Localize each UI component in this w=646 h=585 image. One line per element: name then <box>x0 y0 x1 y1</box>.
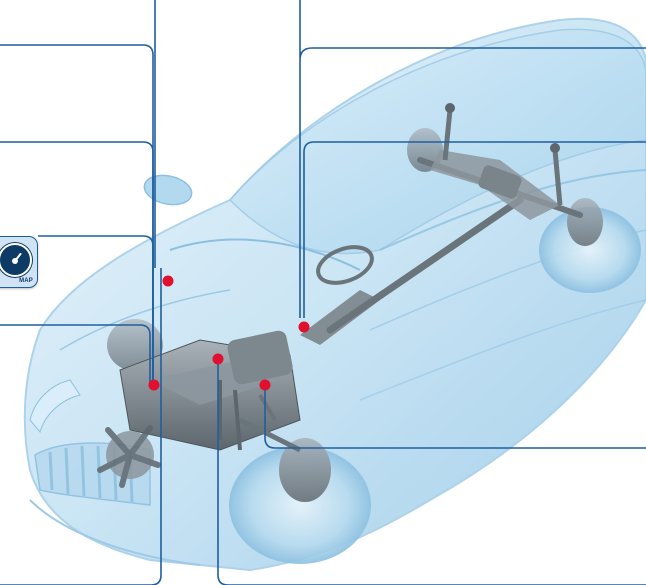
map-badge-label: MAP <box>19 278 33 284</box>
sensor-marker[interactable] <box>163 276 174 287</box>
sensor-marker[interactable] <box>260 380 271 391</box>
gauge-hub <box>12 258 18 264</box>
sensor-marker[interactable] <box>299 322 310 333</box>
map-sensor-badge[interactable]: MAP <box>0 236 38 288</box>
gauge-icon <box>0 243 32 277</box>
sensor-marker[interactable] <box>213 354 224 365</box>
sensor-marker[interactable] <box>149 380 160 391</box>
